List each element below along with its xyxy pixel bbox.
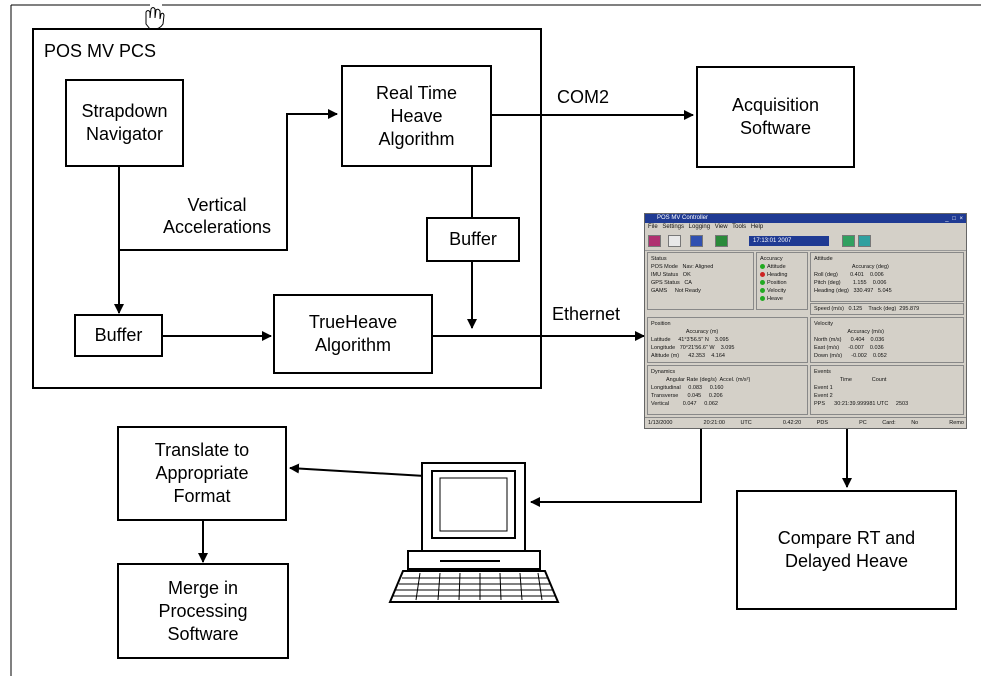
toolbar-icon-5 bbox=[842, 235, 855, 247]
toolbar-icon-4 bbox=[715, 235, 728, 247]
window-controls-icon: _ □ × bbox=[945, 216, 964, 222]
compare-heave-node: Compare RT and Delayed Heave bbox=[736, 490, 957, 610]
hand-cursor-icon bbox=[145, 7, 165, 30]
controller-status-bar: 1/13/2000 20:21:00 UTC 0.42:20 PDS PC Ca… bbox=[645, 417, 966, 428]
toolbar-icon-6 bbox=[858, 235, 871, 247]
attitude-panel: Attitude Accuracy (deg) Roll (deg) 0.401… bbox=[810, 252, 964, 302]
status-panel: Status POS Mode Nav: Aligned IMU Status … bbox=[647, 252, 754, 310]
computer-icon bbox=[388, 462, 560, 603]
toolbar-icon-2 bbox=[668, 235, 681, 247]
led-icon bbox=[760, 288, 765, 294]
position-panel: Position Accuracy (m) Latitude 41°3'56.5… bbox=[647, 317, 808, 363]
vertical-accelerations-label: Vertical Accelerations bbox=[162, 195, 272, 237]
led-icon bbox=[760, 272, 765, 278]
com2-label: COM2 bbox=[557, 87, 610, 107]
speed-track-row: Speed (m/s) 0.125 Track (deg) 295.879 bbox=[810, 303, 964, 315]
controller-title-bar: POS MV Controller _ □ × bbox=[645, 214, 966, 223]
accuracy-item: Heave bbox=[760, 295, 804, 303]
trueheave-algorithm-node: TrueHeave Algorithm bbox=[273, 294, 433, 374]
led-icon bbox=[760, 264, 765, 270]
controller-toolbar: 17:13:01 2007 bbox=[645, 232, 966, 251]
pos-mv-pcs-container bbox=[32, 28, 542, 389]
strapdown-navigator-node: Strapdown Navigator bbox=[65, 79, 184, 167]
buffer-left-node: Buffer bbox=[74, 314, 163, 357]
velocity-panel: Velocity Accuracy (m/s) North (m/s) 0.40… bbox=[810, 317, 964, 363]
merge-processing-node: Merge in Processing Software bbox=[117, 563, 289, 659]
edge-controller-computer bbox=[530, 429, 702, 507]
accuracy-item: Attitude bbox=[760, 263, 804, 271]
edge-vertical-realtime bbox=[119, 109, 338, 251]
toolbar-icon-3 bbox=[690, 235, 703, 247]
buffer-top-node: Buffer bbox=[426, 217, 520, 262]
controller-time-display: 17:13:01 2007 bbox=[749, 236, 829, 246]
led-icon bbox=[760, 296, 765, 302]
controller-menu-bar: File Settings Logging View Tools Help bbox=[648, 224, 764, 230]
events-panel: Events Time Count Event 1 Event 2 PPS 30… bbox=[810, 365, 964, 415]
ethernet-label: Ethernet bbox=[552, 304, 621, 324]
edge-computer-translate bbox=[289, 463, 426, 477]
dynamics-panel: Dynamics Angular Rate (deg/s) Accel. (m/… bbox=[647, 365, 808, 415]
accuracy-panel: Accuracy Attitude Heading Position Veloc… bbox=[756, 252, 808, 310]
container-title: POS MV PCS bbox=[44, 41, 157, 61]
accuracy-panel-title: Accuracy bbox=[760, 256, 783, 262]
accuracy-item: Heading bbox=[760, 271, 804, 279]
toolbar-icon-1 bbox=[648, 235, 661, 247]
accuracy-item: Velocity bbox=[760, 287, 804, 295]
real-time-heave-node: Real Time Heave Algorithm bbox=[341, 65, 492, 167]
pos-mv-controller-window: POS MV Controller _ □ × File Settings Lo… bbox=[644, 213, 967, 429]
translate-format-node: Translate to Appropriate Format bbox=[117, 426, 287, 521]
accuracy-item: Position bbox=[760, 279, 804, 287]
controller-title: POS MV Controller bbox=[657, 215, 709, 221]
acquisition-software-node: Acquisition Software bbox=[696, 66, 855, 168]
led-icon bbox=[760, 280, 765, 286]
